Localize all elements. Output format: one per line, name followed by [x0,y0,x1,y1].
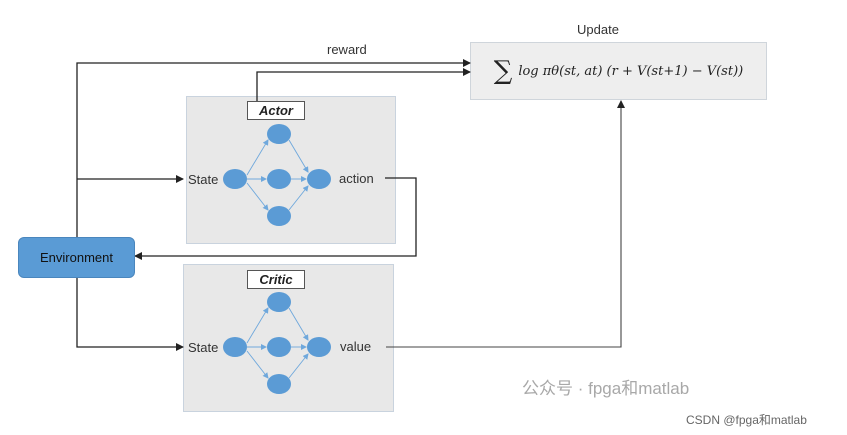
actor-output-node [307,169,331,189]
reward-label: reward [327,42,367,57]
actor-state-label: State [188,172,219,187]
actor-title: Actor [247,101,305,120]
sigma-symbol: ∑ [493,56,513,86]
update-formula-box: ∑ log πθ(st, at) (r + V(st+1) − V(st)) [470,42,767,100]
environment-label: Environment [40,250,113,265]
actor-input-node [223,169,247,189]
watermark: 公众号 · fpga和matlab [522,379,690,398]
update-label: Update [577,22,619,37]
actor-action-label: action [339,171,374,186]
critic-edge [288,353,309,379]
actor-to-update-arrow [256,68,471,101]
actor-edge [288,139,309,173]
update-formula: log πθ(st, at) (r + V(st+1) − V(st)) [518,63,744,79]
critic-state-label: State [188,340,219,355]
actor-edge [288,185,309,211]
environment-node: Environment [18,237,135,278]
actor-hidden-node [267,124,291,144]
critic-hidden-node [267,292,291,312]
critic-output-node [307,337,331,357]
action-to-environment-arrow [134,177,417,260]
critic-edge [246,350,269,379]
critic-title: Critic [247,270,305,289]
critic-value-label: value [340,339,372,354]
actor-edge [246,139,269,176]
actor-hidden-node [267,206,291,226]
critic-edge [246,307,269,344]
critic-hidden-node [267,337,291,357]
actor-hidden-node [267,169,291,189]
actor-edge [246,182,269,211]
critic-input-node [223,337,247,357]
actor-panel [186,96,396,244]
critic-edge [288,307,309,341]
critic-hidden-node [267,374,291,394]
csdn-credit: CSDN @fpga和matlab [686,413,807,427]
value-to-update-arrow [386,100,625,348]
env-to-critic-state-arrow [76,276,184,351]
